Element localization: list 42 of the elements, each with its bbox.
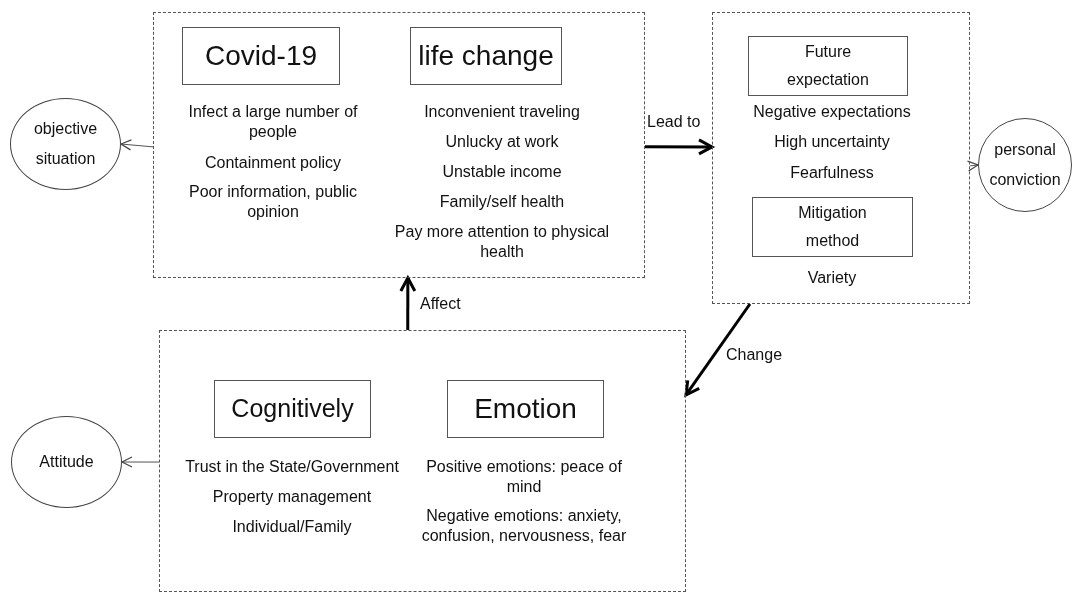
node-text: objective situation: [32, 119, 99, 169]
arrow: [684, 303, 752, 397]
title-box: [410, 27, 562, 85]
list-item-text: Unstable income: [441, 162, 563, 182]
node-text: Future expectation: [786, 42, 870, 90]
list-item-text: Negative emotions: anxiety, confusion, nervousness, fear: [420, 506, 628, 546]
dashed-group-box: [712, 12, 970, 304]
list-item-text: Property management: [211, 487, 373, 507]
list-item-text: Pay more attention to physical health: [393, 222, 611, 262]
arrow: [645, 138, 714, 156]
title-box: [752, 197, 913, 257]
dashed-group-box: [153, 12, 645, 278]
title-box: [182, 27, 340, 85]
list-item-text: Individual/Family: [231, 517, 353, 537]
list-item-text: Containment policy: [203, 153, 343, 173]
arrow: [966, 160, 979, 172]
list-item-text: High uncertainty: [773, 132, 891, 152]
list-item-text: Variety: [806, 268, 858, 288]
arrow: [120, 139, 154, 151]
node-text: personal conviction: [988, 140, 1062, 190]
node-text: life change: [418, 39, 554, 73]
node-text: Emotion: [474, 392, 577, 426]
list-item-text: Fearfulness: [789, 163, 875, 183]
title-box: [447, 380, 604, 438]
list-item-text: Family/self health: [438, 192, 566, 212]
edge-label: Change: [726, 345, 783, 365]
list-item-text: Infect a large number of people: [187, 102, 359, 142]
list-item-text: Unlucky at work: [444, 132, 560, 152]
title-box: [748, 36, 908, 96]
list-item-text: Inconvenient traveling: [423, 102, 581, 122]
node-text: Cognitively: [231, 393, 354, 425]
node-text: Covid-19: [204, 39, 318, 73]
node-text: Mitigation method: [797, 203, 868, 251]
list-item-text: Negative expectations: [752, 102, 912, 122]
arrow: [399, 276, 417, 330]
list-item-text: Poor information, public opinion: [187, 182, 359, 222]
list-item-text: Positive emotions: peace of mind: [425, 457, 623, 497]
title-box: [214, 380, 371, 438]
dashed-group-box: [159, 330, 686, 592]
arrow: [121, 456, 160, 468]
list-item-text: Trust in the State/Government: [184, 457, 400, 477]
node-text: Attitude: [38, 452, 95, 472]
